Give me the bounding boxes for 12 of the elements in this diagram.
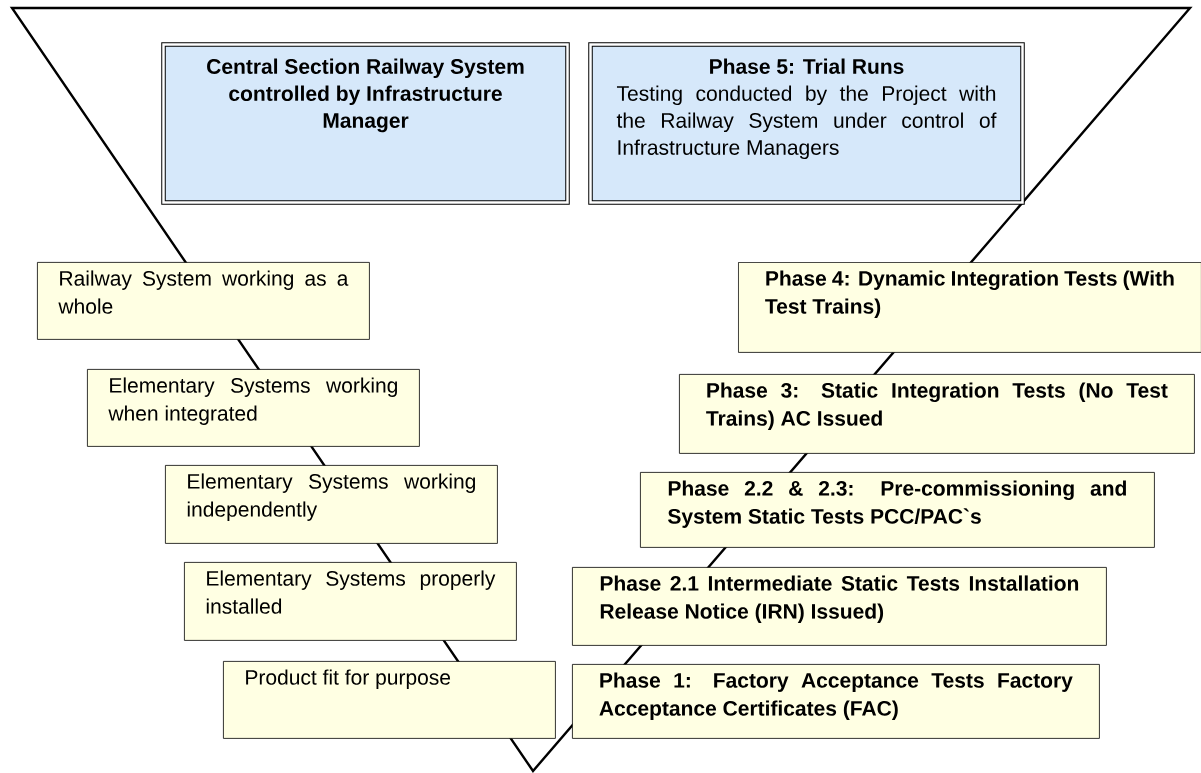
stage-box: Elementary Systems properly installed [184, 562, 517, 641]
phase-box: Phase 2.1 Intermediate Static Tests Installation Release Notice (IRN) Issued) [572, 567, 1107, 646]
phase-box: Phase 2.2 & 2.3: Pre-commissioning and System Static Tests PCC/PAC`s [640, 472, 1155, 548]
phase-box: Phase 4: Dynamic Integration Tests (With Test Trains) [738, 262, 1201, 353]
stage-box: Elementary Systems working when integrated [87, 369, 420, 447]
stage-box: Railway System working as a whole [37, 262, 370, 340]
stage-box: Product fit for purpose [223, 661, 556, 739]
phase-box: Central Section Railway System controlled by Infrastructure Manager [161, 42, 570, 205]
stage-box: Elementary Systems working independently [165, 465, 498, 544]
phase-box: Phase 5: Trial Runs Testing conducted by the Project with the Railway System under control of Infrastructure Managers [588, 42, 1025, 205]
phase-box: Phase 1: Factory Acceptance Tests Factory Acceptance Certificates (FAC) [572, 664, 1100, 739]
phase-box: Phase 3: Static Integration Tests (No Test Trains) AC Issued [679, 374, 1195, 454]
